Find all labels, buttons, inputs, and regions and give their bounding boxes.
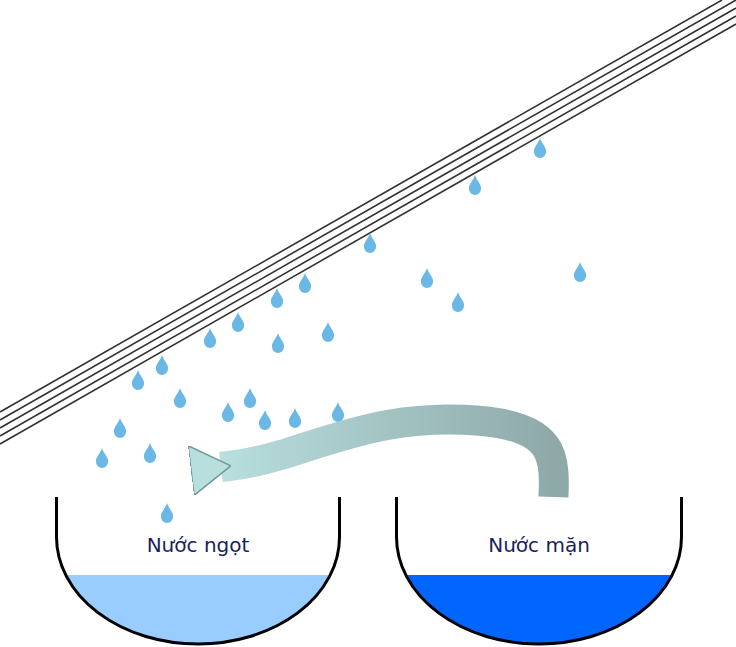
glass-line [0,8,736,428]
water-drop [332,402,344,422]
water-drops [96,138,586,523]
bowl-rim [397,497,682,644]
glass-line [0,0,736,420]
water-bowl: Nước mặn [395,497,683,647]
water-drop [299,273,311,293]
water-drop [272,333,284,353]
water-drop [204,328,216,348]
water-drop [574,262,586,282]
bowl-label: Nước ngọt [55,533,341,557]
water-drop [161,503,173,523]
water-drop [96,448,108,468]
bowl-outline [395,497,683,647]
glass-line [0,24,736,444]
water-bowl: Nước ngọt [55,497,341,647]
bowl-label: Nước mặn [395,533,683,557]
water-drop [322,322,334,342]
glass-line [0,0,722,412]
water-drop [114,418,126,438]
water-drop [469,175,481,195]
water-drop [144,443,156,463]
water-drop [452,292,464,312]
water-drop [232,312,244,332]
glass-pane [0,0,736,444]
water-drop [156,355,168,375]
water-drop [421,268,433,288]
water-drop [259,410,271,430]
water-drop [289,408,301,428]
water-drop [244,388,256,408]
water-drop [534,138,546,158]
bowl-rim [57,497,340,644]
bowl-outline [55,497,341,647]
glass-line [0,16,736,436]
water-drop [174,388,186,408]
water-drop [271,288,283,308]
water-drop [191,460,203,480]
flow-arrow [221,419,554,497]
water-drop [222,402,234,422]
water-drop [132,370,144,390]
water-drop [364,233,376,253]
